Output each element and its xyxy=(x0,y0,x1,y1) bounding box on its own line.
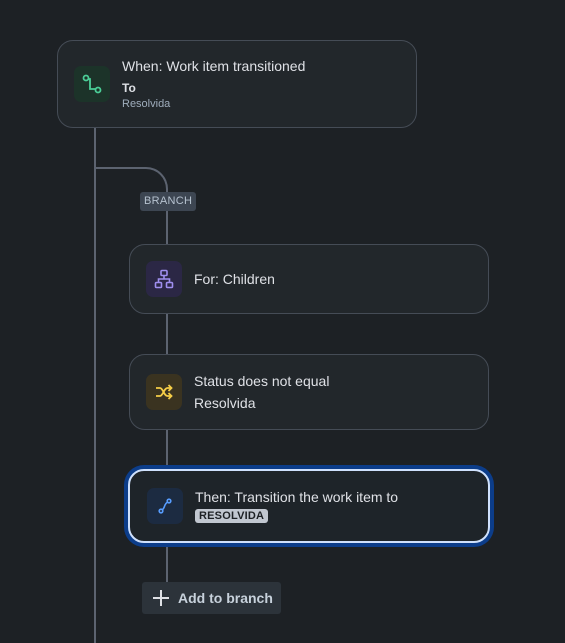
main-connector-line xyxy=(94,127,96,643)
branch-connector-line xyxy=(166,544,168,582)
add-to-branch-button[interactable]: Add to branch xyxy=(142,582,281,614)
condition-value: Resolvida xyxy=(194,395,256,411)
trigger-field-label: To xyxy=(122,81,136,95)
branch-badge: BRANCH xyxy=(140,192,197,211)
trigger-title: When: Work item transitioned xyxy=(122,58,306,74)
branch-connector-curve xyxy=(95,167,168,193)
branch-connector-line xyxy=(166,313,168,354)
condition-title: Status does not equal xyxy=(194,373,330,389)
plus-icon xyxy=(153,590,169,606)
hierarchy-icon xyxy=(146,261,182,297)
action-card[interactable]: Then: Transition the work item to RESOLV… xyxy=(128,469,490,543)
branch-for-title: For: Children xyxy=(194,271,275,287)
action-title: Then: Transition the work item to xyxy=(195,489,399,505)
branch-connector-line xyxy=(166,429,168,467)
trigger-field-value: Resolvida xyxy=(122,98,171,110)
shuffle-icon xyxy=(146,374,182,410)
transition-icon xyxy=(74,66,110,102)
add-to-branch-label: Add to branch xyxy=(178,590,273,606)
branch-connector-line xyxy=(166,211,168,244)
status-lozenge: RESOLVIDA xyxy=(195,509,269,523)
condition-card[interactable]: Status does not equal Resolvida xyxy=(129,354,489,430)
branch-for-card[interactable]: For: Children xyxy=(129,244,489,314)
trigger-card[interactable]: When: Work item transitioned To Resolvid… xyxy=(57,40,417,128)
transition-action-icon xyxy=(147,488,183,524)
